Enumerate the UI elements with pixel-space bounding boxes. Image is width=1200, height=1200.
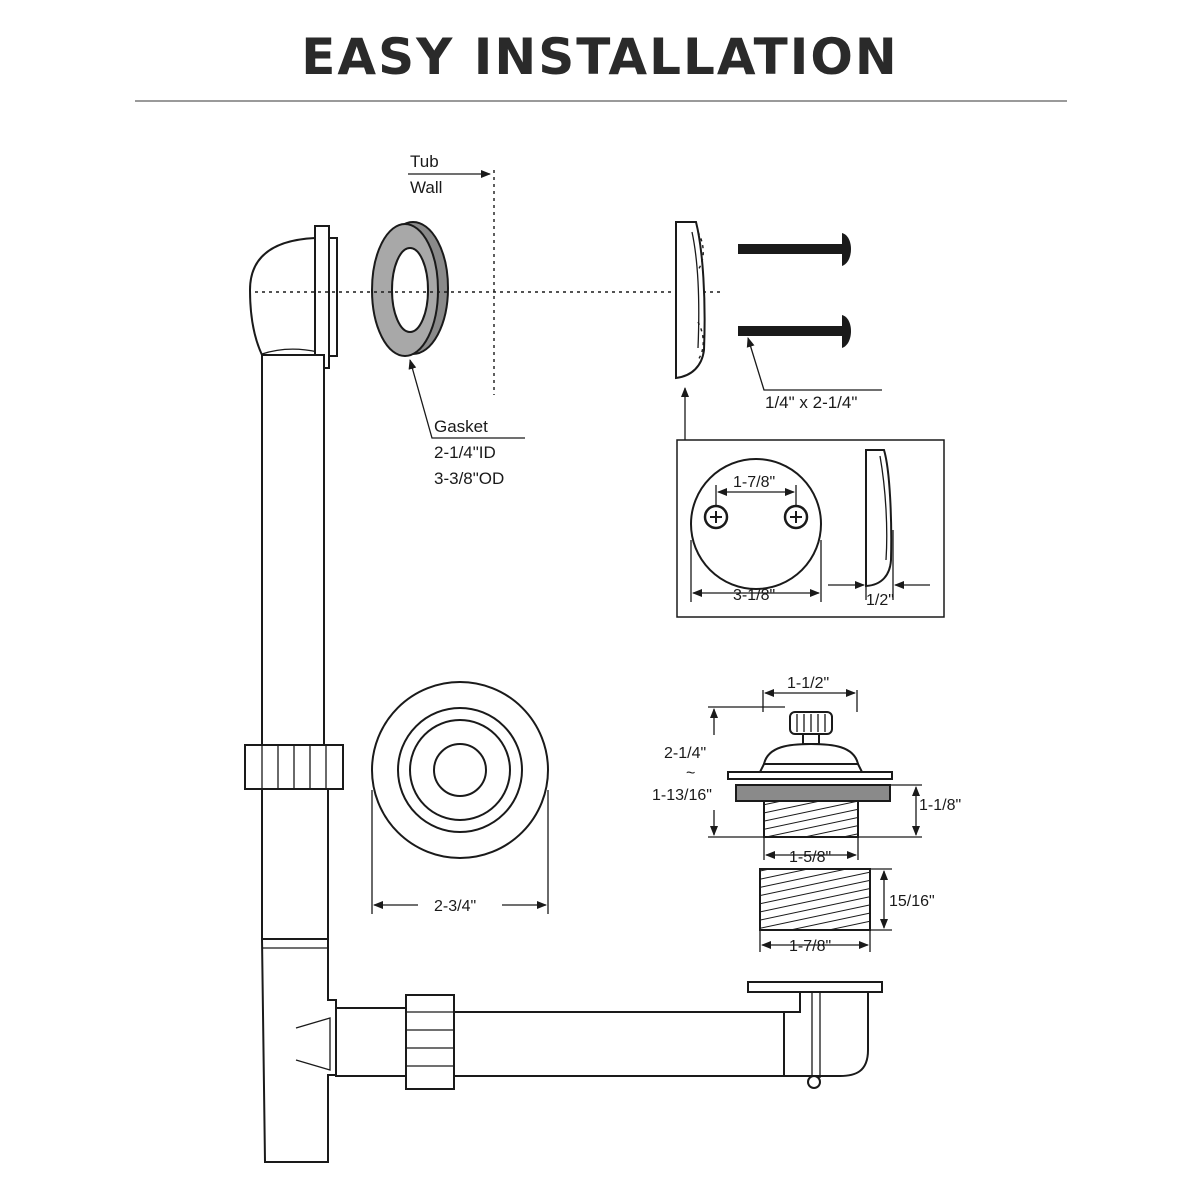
- overflow-pipe-upper: [261, 354, 325, 746]
- tub-label: Tub: [410, 152, 439, 171]
- screw-leader-line: [746, 337, 882, 391]
- flange-diameter-label: 2-3/4": [434, 898, 476, 915]
- faceplate-diameter-label: 3-1/8": [733, 587, 775, 604]
- stopper-threaded-body: [763, 800, 859, 838]
- stopper-body-height-label: 1-1/8": [919, 797, 961, 814]
- overflow-pipe-lower: [261, 788, 329, 940]
- stopper-height-label: 2-1/4": [664, 745, 706, 762]
- stopper-nut: [759, 868, 871, 931]
- stopper-cap-label: 1-1/2": [787, 675, 829, 692]
- stopper-body-cap: [758, 763, 864, 773]
- gasket-od-label: 3-3/8"OD: [434, 469, 504, 488]
- drain-shoe: [747, 981, 883, 1089]
- title-divider: [135, 100, 1067, 102]
- drain-flange-front-view: [371, 681, 549, 859]
- stopper-flange-plate: [727, 771, 893, 780]
- faceplate-screw-head-left: [703, 504, 729, 530]
- slip-nut-upper: [244, 744, 344, 790]
- screw-lower: [738, 315, 851, 348]
- faceplate-screw-head-right: [783, 504, 809, 530]
- screw-size-label: 1/4" x 2-1/4": [765, 393, 857, 412]
- slip-nut-lower: [405, 994, 455, 1090]
- stopper-knob: [762, 711, 860, 765]
- stopper-thread-label: 1-5/8": [789, 849, 831, 866]
- nut-diameter-label: 1-7/8": [789, 938, 831, 955]
- stopper-height-tilde: ~: [686, 765, 695, 782]
- hole-spacing-label: 1-7/8": [733, 474, 775, 491]
- gasket-id-label: 2-1/4"ID: [434, 443, 496, 462]
- gasket-leader-line: [408, 359, 525, 439]
- stopper-height-alt-label: 1-13/16": [652, 787, 712, 804]
- faceplate-profile-view: [865, 449, 893, 588]
- page-title: EASY INSTALLATION: [301, 28, 899, 86]
- faceplate-depth-label: 1/2": [866, 592, 894, 609]
- wall-label: Wall: [410, 178, 442, 197]
- drain-pipe-horizontal: [335, 1007, 407, 1077]
- nut-height-label: 15/16": [889, 893, 935, 910]
- gasket-label: Gasket: [434, 417, 488, 436]
- stopper-gasket: [735, 784, 891, 802]
- overflow-elbow: [248, 236, 319, 356]
- screw-upper: [738, 233, 851, 266]
- gasket-ring: [371, 221, 449, 357]
- drain-pipe-extension: [453, 1011, 785, 1077]
- faceplate-side-view: [675, 221, 706, 380]
- overflow-flange: [314, 225, 338, 369]
- drain-tee: [260, 938, 337, 1163]
